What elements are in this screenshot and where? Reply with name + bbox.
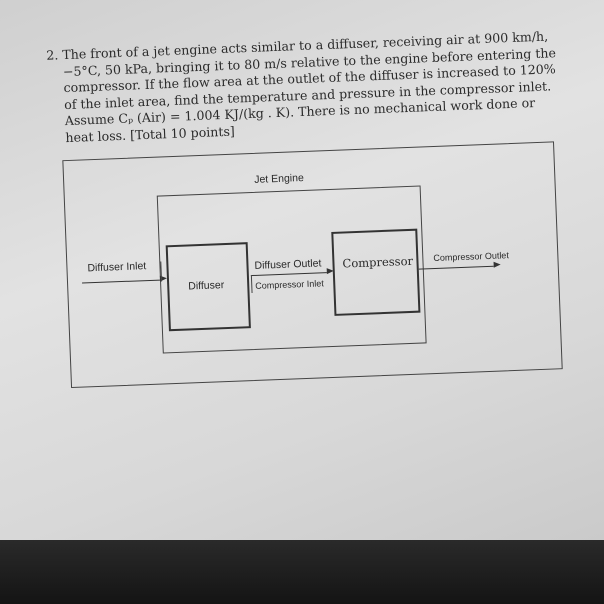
diffuser-outlet-label: Diffuser Outlet: [254, 257, 322, 272]
diffuser-label: Diffuser: [188, 279, 225, 293]
outlet-flow-line: [418, 265, 494, 270]
problem-content: 2. The front of a jet engine acts simila…: [40, 27, 583, 389]
paper-sheet: [0, 0, 604, 545]
compressor-box: [331, 228, 421, 316]
jet-engine-diagram: Jet Engine Diffuser Inlet Diffuser Diffu…: [62, 141, 563, 389]
inlet-flow-line: [82, 279, 161, 284]
problem-text: 2. The front of a jet engine acts simila…: [40, 28, 570, 147]
desk-surface: [0, 540, 604, 604]
jet-engine-title: Jet Engine: [253, 171, 305, 186]
diffuser-inlet-label: Diffuser Inlet: [87, 260, 147, 275]
problem-number: 2.: [45, 47, 59, 63]
compressor-label: Compressor: [342, 253, 414, 271]
outlet-arrowhead: [493, 261, 501, 268]
